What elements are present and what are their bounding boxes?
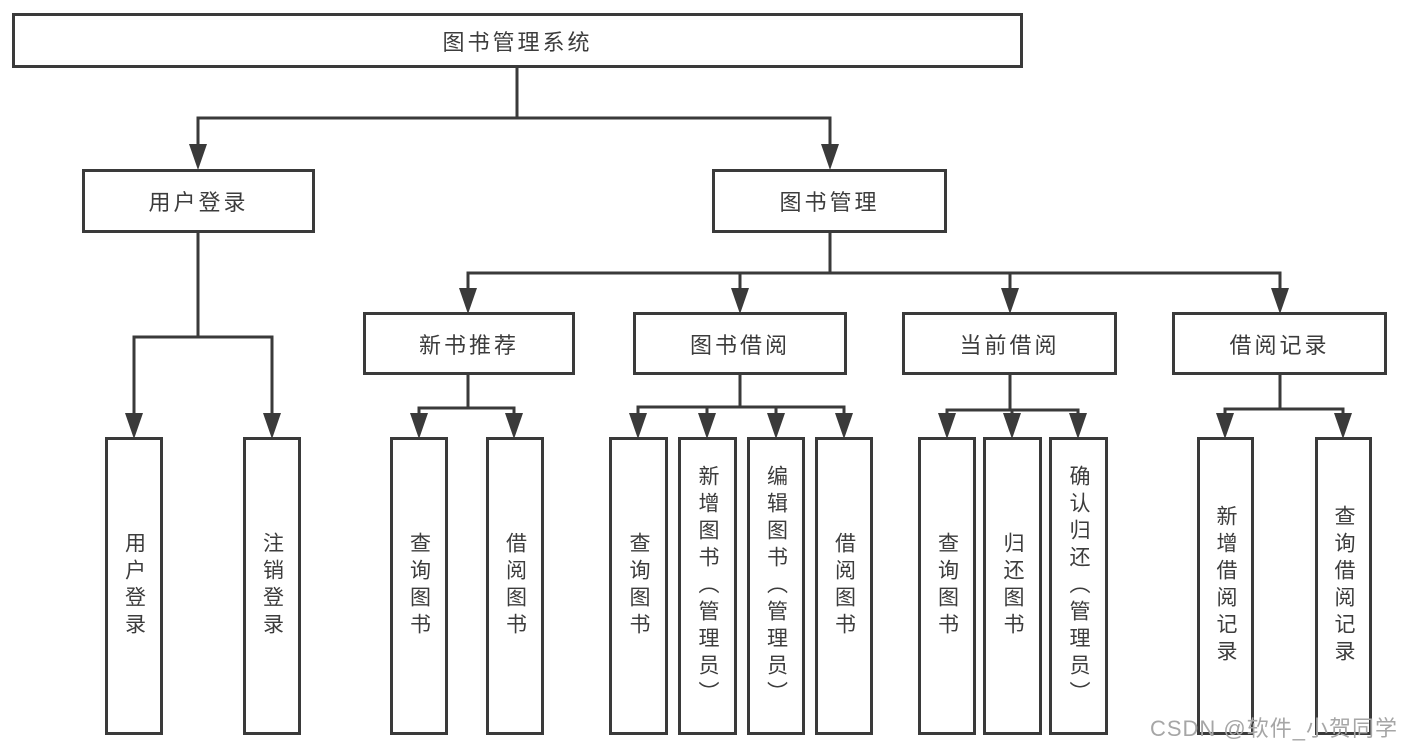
connector-new-book-rec-to-leaves — [410, 375, 523, 439]
node-bb-edit-books-admin: 编辑图书（管理员） — [747, 437, 805, 735]
node-label: 注销登录 — [260, 532, 284, 640]
node-book-management: 图书管理 — [712, 169, 947, 233]
node-label: 编辑图书（管理员） — [764, 464, 788, 708]
node-rec-borrow-books: 借阅图书 — [486, 437, 544, 735]
node-borrowing-records: 借阅记录 — [1172, 312, 1387, 375]
node-cb-return-books: 归还图书 — [983, 437, 1042, 735]
connector-root-to-level2 — [189, 68, 839, 170]
node-label: 图书借阅 — [689, 332, 790, 358]
node-label: 新增图书（管理员） — [696, 464, 719, 708]
node-bb-add-books-admin: 新增图书（管理员） — [678, 437, 737, 735]
node-cb-confirm-return-admin: 确认归还（管理员） — [1049, 437, 1108, 735]
node-label: 借阅图书 — [503, 532, 527, 640]
node-label: 确认归还（管理员） — [1067, 464, 1090, 708]
node-br-add-record: 新增借阅记录 — [1197, 437, 1254, 735]
node-br-query-record: 查询借阅记录 — [1315, 437, 1372, 735]
node-leaf-user-login: 用户登录 — [105, 437, 163, 735]
node-label: 图书管理 — [779, 190, 880, 215]
node-label: 归还图书 — [1001, 532, 1024, 640]
node-label: 查询借阅记录 — [1332, 505, 1355, 667]
node-label: 借阅图书 — [832, 532, 856, 640]
node-new-book-recommendation: 新书推荐 — [363, 312, 575, 375]
node-label: 新增借阅记录 — [1214, 505, 1237, 667]
connector-current-borrow-to-leaves — [938, 375, 1087, 439]
node-current-borrowing: 当前借阅 — [902, 312, 1117, 375]
node-label: 用户登录 — [122, 532, 146, 640]
node-library-management-system: 图书管理系统 — [12, 13, 1023, 68]
node-rec-query-books: 查询图书 — [390, 437, 448, 735]
node-label: 当前借阅 — [959, 332, 1060, 358]
node-user-login: 用户登录 — [82, 169, 315, 233]
node-label: 查询图书 — [627, 532, 650, 640]
node-bb-query-books: 查询图书 — [609, 437, 668, 735]
connector-user-login-to-leaves — [125, 233, 281, 439]
node-label: 借阅记录 — [1229, 332, 1330, 358]
node-label: 图书管理系统 — [442, 29, 593, 55]
connector-book-mgmt-to-level3 — [459, 233, 1289, 314]
connector-borrow-records-to-leaves — [1216, 375, 1352, 439]
node-label: 用户登录 — [148, 190, 249, 215]
node-cb-query-books: 查询图书 — [918, 437, 976, 735]
node-label: 查询图书 — [407, 532, 431, 640]
node-book-borrowing: 图书借阅 — [633, 312, 847, 375]
node-bb-borrow-books: 借阅图书 — [815, 437, 873, 735]
csdn-watermark: CSDN @软件_小贺同学 — [1149, 716, 1398, 741]
connector-book-borrow-to-leaves — [629, 375, 853, 439]
node-label: 查询图书 — [935, 532, 959, 640]
node-leaf-logout: 注销登录 — [243, 437, 301, 735]
node-label: 新书推荐 — [418, 332, 519, 358]
